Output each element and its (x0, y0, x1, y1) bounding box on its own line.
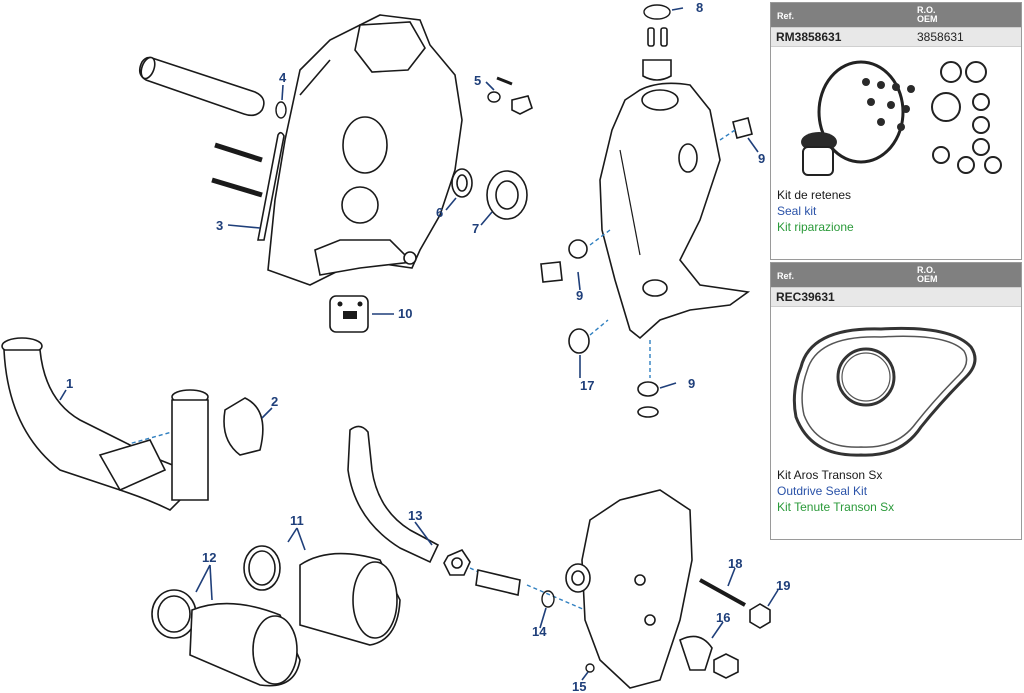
gasket-strip-part (257, 131, 285, 241)
top-seal-part (642, 4, 672, 81)
callout-leaders (59, 7, 779, 681)
desc-spanish: Kit Aros Transon Sx (777, 468, 883, 482)
callout-8: 8 (696, 0, 703, 15)
kit-ref-number: REC39631 (776, 290, 835, 304)
nut-part (713, 603, 771, 679)
small-ring-part (585, 663, 595, 673)
callout-4: 4 (279, 70, 287, 85)
desc-english: Outdrive Seal Kit (777, 484, 868, 498)
fitting-part (443, 549, 521, 596)
kit-description: Kit Aros Transon Sx Outdrive Seal Kit Ki… (771, 467, 1021, 515)
desc-english: Seal kit (777, 204, 817, 218)
kit-ref-number: RM3858631 (776, 30, 842, 44)
callout-10: 10 (398, 306, 412, 321)
o-ring-part (275, 101, 287, 119)
bushing-part (540, 117, 753, 418)
driveshaft-housing-part (599, 82, 751, 340)
callout-14: 14 (532, 624, 547, 639)
desc-italian: Kit Tenute Transon Sx (777, 500, 895, 514)
callout-5: 5 (474, 73, 481, 88)
kit-card-outdrive-seal-kit[interactable]: Ref. R.O.OEM REC39631 Kit Aros Transon S… (770, 262, 1022, 540)
callout-1: 1 (66, 376, 73, 391)
studs-part (211, 142, 263, 198)
callout-6: 6 (436, 205, 443, 220)
bearing-part (451, 168, 528, 220)
desc-italian: Kit riparazione (777, 220, 854, 234)
gearcase-housing-part (267, 14, 463, 286)
bellows-part (151, 545, 401, 687)
kit-card-seal-kit[interactable]: Ref. R.O.OEM RM3858631 3858631 Kit (770, 2, 1022, 260)
callout-19: 19 (776, 578, 790, 593)
outdrive-seal-kit-image (771, 307, 1021, 467)
o-ring-14-part (541, 590, 555, 608)
callout-9-c: 9 (688, 376, 695, 391)
callout-7: 7 (472, 221, 479, 236)
kit-oem-number: 3858631 (917, 30, 964, 44)
callout-12: 12 (202, 550, 216, 565)
callout-16: 16 (716, 610, 730, 625)
kit-ref-row: REC39631 (771, 287, 1021, 307)
exhaust-pipe-part (1, 337, 264, 511)
hose-part (347, 425, 440, 564)
assembly-dash-lines (124, 129, 736, 611)
kit-card-header: Ref. R.O.OEM (771, 263, 1021, 287)
bell-housing-part (565, 489, 693, 689)
callout-15: 15 (572, 679, 586, 693)
callout-9-b: 9 (576, 288, 583, 303)
stud-18-part (699, 578, 746, 607)
bushing-17-part (568, 328, 590, 354)
seal-kit-image (771, 47, 1021, 187)
header-ref-label: Ref. (777, 271, 795, 281)
callout-18: 18 (728, 556, 742, 571)
desc-spanish: Kit de retenes (777, 188, 852, 202)
header-ref-label: Ref. (777, 11, 795, 21)
callout-11: 11 (290, 513, 304, 528)
header-oem-label: R.O.OEM (917, 265, 938, 284)
callout-17: 17 (580, 378, 594, 393)
callout-2: 2 (271, 394, 278, 409)
kit-ref-row: RM3858631 3858631 (771, 27, 1021, 47)
callout-13: 13 (408, 508, 422, 523)
callout-labels: 1 2 3 4 5 6 7 8 9 9 9 9 10 11 12 13 14 1… (66, 0, 790, 693)
kit-description: Kit de retenes Seal kit Kit riparazione (771, 187, 1021, 235)
gasket-16-part (679, 635, 713, 671)
kit-card-header: Ref. R.O.OEM (771, 3, 1021, 27)
callout-9-a: 9 (758, 151, 765, 166)
shift-shaft-part (138, 56, 265, 117)
plate-part (329, 295, 369, 333)
callout-3: 3 (216, 218, 223, 233)
header-oem-label: R.O.OEM (917, 5, 938, 24)
small-clip-part (487, 76, 533, 115)
